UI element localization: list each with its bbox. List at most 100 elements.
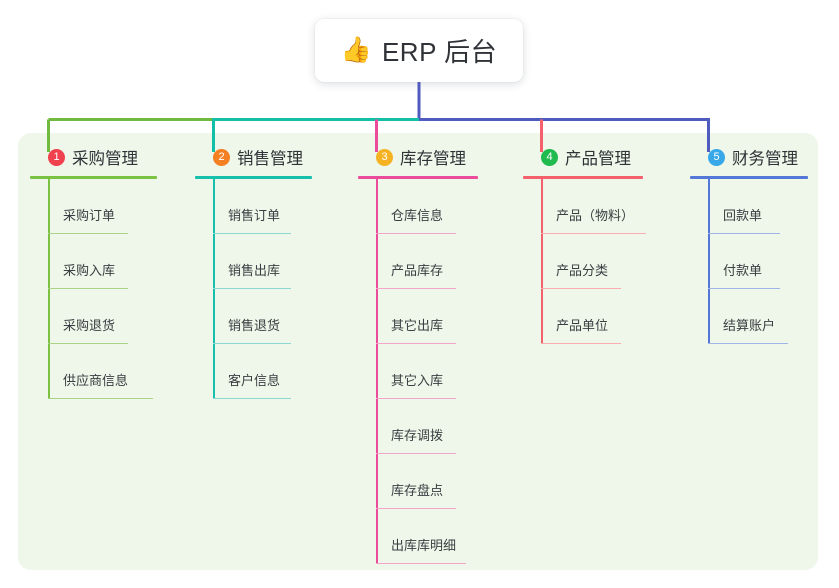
leaf-item[interactable]: 其它入库 [358,344,526,399]
leaf-item-rule [376,507,456,509]
column-header-rule [523,176,643,179]
root-node-card[interactable]: 👍 ERP 后台 [315,19,523,82]
leaf-item-rule [48,342,128,344]
leaf-item-label: 出库库明细 [391,538,457,553]
column-财务管理: 5 财务管理回款单付款单结算账户 [690,145,820,344]
leaf-item-label: 回款单 [723,208,763,223]
leaf-list: 销售订单销售出库销售退货客户信息 [195,179,360,399]
column-采购管理: 1 采购管理采购订单采购入库采购退货供应商信息 [30,145,195,399]
column-title: 销售管理 [237,150,303,168]
leaf-item[interactable]: 销售出库 [195,234,360,289]
leaf-item-rule [48,287,128,289]
leaf-item[interactable]: 仓库信息 [358,179,526,234]
leaf-item-label: 产品单位 [556,318,609,333]
column-header-rule [358,176,478,179]
leaf-item[interactable]: 产品库存 [358,234,526,289]
leaf-item-rule [213,232,291,234]
leaf-item[interactable]: 产品单位 [523,289,691,344]
leaf-item-label: 其它入库 [391,373,444,388]
leaf-item[interactable]: 库存盘点 [358,454,526,509]
leaf-item-rule [708,232,780,234]
column-header-rule [195,176,312,179]
leaf-item[interactable]: 结算账户 [690,289,820,344]
leaf-list: 产品（物料） 产品分类产品单位 [523,179,691,344]
thumbs-up-icon: 👍 [340,36,372,64]
column-number-badge: 5 [708,148,725,166]
leaf-item[interactable]: 销售订单 [195,179,360,234]
leaf-item-rule [541,287,621,289]
column-title: 库存管理 [400,150,466,168]
leaf-item[interactable]: 采购入库 [30,234,195,289]
column-header-1[interactable]: 1 采购管理 [30,145,195,169]
column-title: 产品管理 [565,150,631,168]
leaf-item-label: 仓库信息 [391,208,444,223]
column-库存管理: 3 库存管理仓库信息产品库存其它出库其它入库库存调拨库存盘点出库库明细 [358,145,526,564]
column-header-3[interactable]: 3 库存管理 [358,145,526,169]
leaf-list: 采购订单采购入库采购退货供应商信息 [30,179,195,399]
column-number-badge: 4 [541,148,558,166]
column-产品管理: 4 产品管理产品（物料） 产品分类产品单位 [523,145,691,344]
leaf-item[interactable]: 产品分类 [523,234,691,289]
leaf-item[interactable]: 产品（物料） [523,179,691,234]
leaf-item[interactable]: 供应商信息 [30,344,195,399]
leaf-item[interactable]: 采购订单 [30,179,195,234]
leaf-item-rule [376,232,456,234]
column-header-4[interactable]: 4 产品管理 [523,145,691,169]
column-number-badge: 2 [213,148,230,166]
leaf-item-rule [708,342,788,344]
leaf-item-label: 销售订单 [228,208,281,223]
leaf-item-label: 结算账户 [723,318,776,333]
column-header-rule [690,176,808,179]
leaf-item-label: 客户信息 [228,373,281,388]
leaf-item-rule [376,287,456,289]
leaf-item-label: 库存盘点 [391,483,444,498]
leaf-item[interactable]: 出库库明细 [358,509,526,564]
column-销售管理: 2 销售管理销售订单销售出库销售退货客户信息 [195,145,360,399]
leaf-item-rule [376,397,456,399]
leaf-item-rule [376,562,466,564]
leaf-item-label: 供应商信息 [63,373,129,388]
column-number-badge: 3 [376,148,393,166]
leaf-item-rule [213,397,291,399]
leaf-item-rule [376,342,456,344]
leaf-item-rule [541,342,621,344]
column-spine [376,179,378,564]
leaf-item[interactable]: 采购退货 [30,289,195,344]
leaf-item-rule [48,397,153,399]
column-spine [708,179,710,344]
leaf-item-label: 采购退货 [63,318,116,333]
leaf-item[interactable]: 其它出库 [358,289,526,344]
leaf-item[interactable]: 销售退货 [195,289,360,344]
leaf-item-rule [708,287,780,289]
leaf-item-rule [213,342,291,344]
column-title: 采购管理 [72,150,138,168]
leaf-item-label: 销售退货 [228,318,281,333]
leaf-item-label: 产品（物料） [556,208,635,223]
leaf-item-label: 库存调拨 [391,428,444,443]
column-spine [541,179,543,344]
leaf-item-label: 采购订单 [63,208,116,223]
leaf-item-rule [376,452,456,454]
column-header-2[interactable]: 2 销售管理 [195,145,360,169]
leaf-item[interactable]: 库存调拨 [358,399,526,454]
column-header-rule [30,176,157,179]
column-number-badge: 1 [48,148,65,166]
leaf-list: 仓库信息产品库存其它出库其它入库库存调拨库存盘点出库库明细 [358,179,526,564]
column-title: 财务管理 [732,150,798,168]
leaf-item-rule [541,232,646,234]
leaf-item-label: 产品库存 [391,263,444,278]
column-header-5[interactable]: 5 财务管理 [690,145,820,169]
leaf-item-label: 采购入库 [63,263,116,278]
leaf-item-rule [213,287,291,289]
column-spine [48,179,50,399]
root-node-title: ERP 后台 [381,37,498,67]
leaf-item-label: 付款单 [723,263,763,278]
leaf-item[interactable]: 付款单 [690,234,820,289]
leaf-item-label: 产品分类 [556,263,609,278]
column-spine [213,179,215,399]
leaf-item-rule [48,232,128,234]
leaf-item-label: 销售出库 [228,263,281,278]
leaf-item-label: 其它出库 [391,318,444,333]
leaf-item[interactable]: 客户信息 [195,344,360,399]
leaf-item[interactable]: 回款单 [690,179,820,234]
